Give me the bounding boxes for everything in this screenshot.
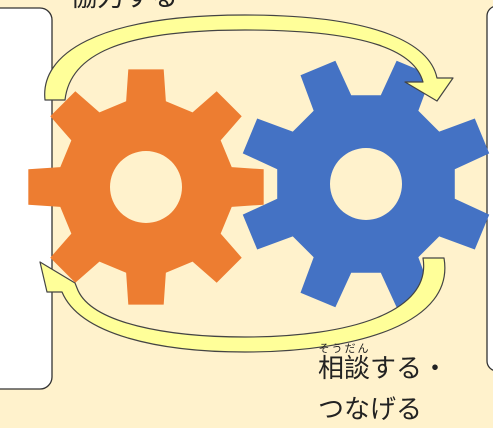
bottom-curved-arrow-icon [39,257,446,353]
label-consult-ruby: そうだん [318,342,371,355]
blue-gear-icon [242,60,490,308]
label-consult-rest: する・ [370,354,449,384]
label-consult-connect: 相談そうだんする・ つなげる [318,342,448,425]
top-curved-arrow-icon [44,14,454,102]
label-connect: つなげる [318,394,423,425]
right-text-box [486,6,493,371]
orange-gear-icon [28,69,264,305]
label-cooperate: 協力する [70,0,178,11]
label-consult: 相談そうだんする・ [318,342,448,384]
label-consult-kanji: 相談 [318,354,371,384]
